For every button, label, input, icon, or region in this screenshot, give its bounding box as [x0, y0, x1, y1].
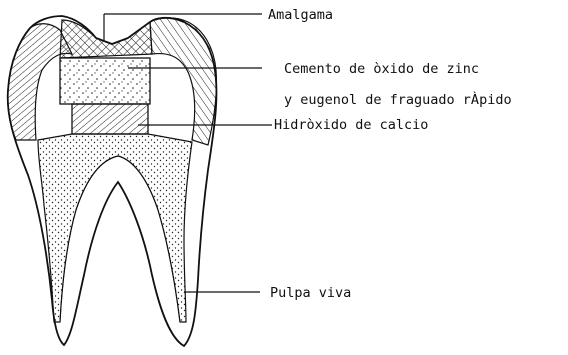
label-cemento-line1: Cemento de òxido de zinc [284, 61, 479, 77]
label-pulpa: Pulpa viva [270, 285, 351, 301]
cemento-layer [60, 58, 150, 104]
label-cemento-line2: y eugenol de fraguado rÀpido [284, 91, 512, 108]
label-amalgama: Amalgama [268, 7, 333, 23]
label-hidroxido: Hidròxido de calcio [274, 117, 428, 133]
pulp-chamber [38, 134, 192, 322]
enamel-right [150, 18, 217, 145]
amalgama-filling [60, 20, 152, 58]
hidroxido-layer [72, 104, 148, 134]
